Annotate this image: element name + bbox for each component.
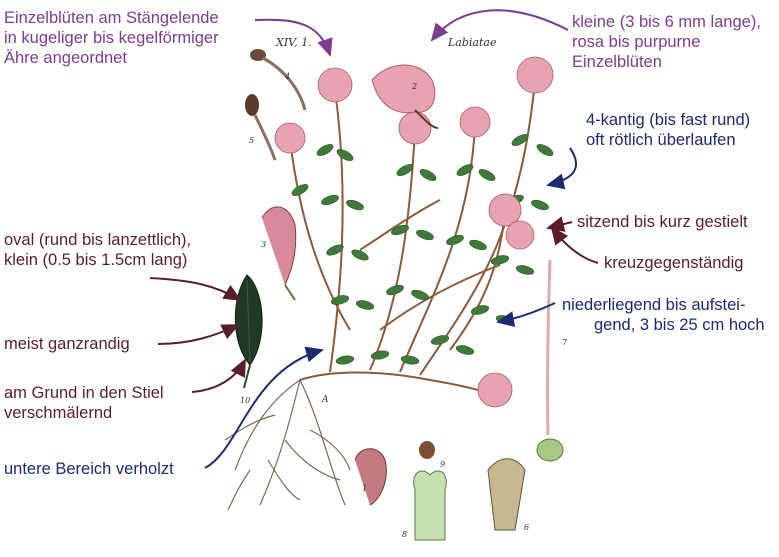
label-line: am Grund in den Stiel xyxy=(4,384,164,402)
label-woody-base: untere Bereich verholzt xyxy=(4,460,174,478)
label-flower-size-color: kleine (3 bis 6 mm lange), rosa bis purp… xyxy=(572,12,761,72)
plate-number: XIV, 1. xyxy=(276,36,312,49)
detail-number: 7 xyxy=(562,338,568,347)
arrow-flower-size xyxy=(430,9,569,42)
label-growth-habit: niederliegend bis aufstei- gend, 3 bis 2… xyxy=(562,295,765,335)
detail-number: 9 xyxy=(440,460,446,469)
detail-number: 4 xyxy=(285,72,291,81)
detail-number: 3 xyxy=(261,240,267,249)
detail-leaf xyxy=(234,274,263,389)
label-line: Einzelblüten xyxy=(572,53,662,71)
arrow-leaf-margin xyxy=(157,324,240,345)
label-line: Ähre angeordnet xyxy=(4,49,127,67)
plate-family: Labiatae xyxy=(448,36,497,49)
label-line: gend, 3 bis 25 cm hoch xyxy=(594,316,765,334)
arrow-leaf-shape xyxy=(149,277,242,302)
label-line: kleine (3 bis 6 mm lange), xyxy=(572,13,761,31)
label-leaf-shape: oval (rund bis lanzettlich), klein (0.5 … xyxy=(4,230,191,270)
detail-flower-large xyxy=(371,64,439,129)
flower-heads xyxy=(274,56,554,408)
arrow-stem-shape xyxy=(546,147,577,190)
roots xyxy=(224,379,351,511)
arrow-growth-habit xyxy=(496,302,556,328)
leaves xyxy=(276,134,554,365)
detail-number: 1 xyxy=(362,484,368,493)
detail-number: 6 xyxy=(524,523,530,532)
detail-bottom xyxy=(354,441,526,541)
arrow-flowers-arrangement xyxy=(254,18,333,57)
detail-number: 2 xyxy=(412,82,418,91)
detail-pistil xyxy=(536,259,564,462)
arrow-woody-base xyxy=(204,346,324,469)
label-line: verschmälernd xyxy=(4,404,113,422)
label-flowers-arrangement: Einzelblüten am Stängelende in kugeliger… xyxy=(4,8,219,68)
label-line: rosa bis purpurne xyxy=(572,33,701,51)
detail-number: 5 xyxy=(249,136,255,145)
detail-calyx xyxy=(261,206,297,301)
detail-number: 10 xyxy=(240,396,251,405)
label-leaf-attachment: sitzend bis kurz gestielt xyxy=(577,213,748,231)
label-line: 4-kantig (bis fast rund) xyxy=(586,111,751,129)
label-line: klein (0.5 bis 1.5cm lang) xyxy=(4,251,188,269)
detail-number: 8 xyxy=(402,530,408,539)
label-line: oval (rund bis lanzettlich), xyxy=(4,231,192,249)
label-line: in kugeliger bis kegelförmiger xyxy=(4,29,219,47)
label-leaf-arrangement: kreuzgegenständig xyxy=(604,254,744,272)
label-line: Einzelblüten am Stängelende xyxy=(4,9,219,27)
detail-stamens xyxy=(245,49,307,161)
label-stem-shape: 4-kantig (bis fast rund) oft rötlich übe… xyxy=(586,110,750,150)
arrow-leaf-base xyxy=(191,358,246,393)
label-leaf-base: am Grund in den Stiel verschmälernd xyxy=(4,383,164,423)
label-leaf-margin: meist ganzrandig xyxy=(4,335,130,353)
arrow-leaf-arrangement xyxy=(550,226,599,264)
label-line: niederliegend bis aufstei- xyxy=(562,296,746,314)
arrow-leaf-attachment xyxy=(546,216,573,232)
label-line: oft rötlich überlaufen xyxy=(586,131,736,149)
plate-main-figure: A xyxy=(322,395,329,405)
